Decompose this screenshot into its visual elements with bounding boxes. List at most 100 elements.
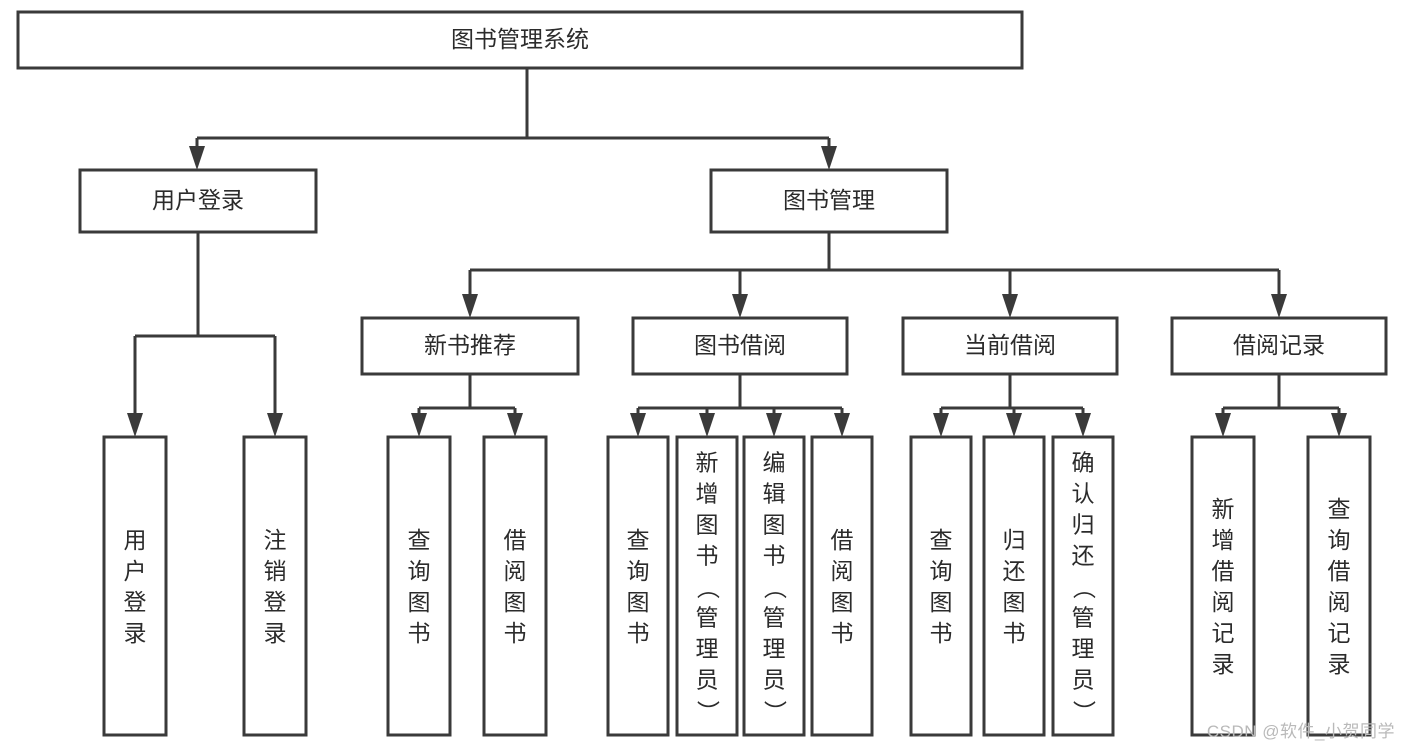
node-label-char: 管: [696, 605, 719, 631]
node-label-char: 登: [124, 589, 147, 615]
node-book-management[interactable]: 图书管理: [709, 168, 949, 234]
node-label-char: 记: [1212, 620, 1235, 646]
node-label-char: 书: [696, 543, 719, 569]
node-label-char: 还: [1003, 558, 1026, 584]
node-label-char: 借: [504, 527, 527, 553]
connector-bus-book-borrow: [630, 374, 850, 437]
node-label-char: 录: [264, 620, 287, 646]
node-label-char: 员: [1072, 667, 1095, 693]
node-label-char: 归: [1072, 512, 1095, 538]
node-label-char: 新: [1212, 496, 1235, 522]
node-label: 借阅记录: [1233, 332, 1325, 358]
node-label-char: 询: [408, 558, 431, 584]
node-label-char: 书: [627, 620, 650, 646]
node-label-char: 户: [124, 558, 147, 584]
node-label-char: （: [695, 576, 721, 599]
node-label-char: 阅: [504, 558, 527, 584]
connector-bus-current-borrow: [933, 374, 1091, 437]
node-label-char: 员: [696, 667, 719, 693]
connector-bus-borrow-record: [1215, 374, 1347, 437]
node-label-char: 借: [1212, 558, 1235, 584]
node-label: 用户登录: [152, 187, 244, 213]
node-label: 新书推荐: [424, 332, 516, 358]
node-label-char: （: [762, 576, 788, 599]
node-label-char: 图: [831, 589, 854, 615]
node-current-borrow[interactable]: 当前借阅: [901, 316, 1119, 376]
node-label-char: 书: [831, 620, 854, 646]
node-label: 当前借阅: [964, 332, 1056, 358]
node-label-char: 询: [1328, 527, 1351, 553]
node-label-char: 询: [930, 558, 953, 584]
node-label-char: 录: [1328, 651, 1351, 677]
node-label: 图书管理系统: [451, 26, 589, 52]
node-label-char: 管: [763, 605, 786, 631]
node-label-char: 图: [408, 589, 431, 615]
node-user-login[interactable]: 用户登录: [78, 168, 318, 234]
node-book-borrow[interactable]: 图书借阅: [631, 316, 849, 376]
node-label-char: 阅: [1328, 589, 1351, 615]
node-label-char: 图: [504, 589, 527, 615]
node-label-char: 还: [1072, 543, 1095, 569]
node-label: 图书管理: [783, 187, 875, 213]
node-label-char: 查: [408, 527, 431, 553]
node-label-char: 借: [831, 527, 854, 553]
node-label-char: 图: [696, 512, 719, 538]
node-label-char: 查: [627, 527, 650, 553]
node-label-char: 员: [763, 667, 786, 693]
node-label-char: 查: [930, 527, 953, 553]
node-label-char: 新: [696, 450, 719, 476]
node-label-char: 归: [1003, 527, 1026, 553]
node-leaf-user-login[interactable]: 用户登录: [102, 435, 168, 737]
node-label-char: 阅: [831, 558, 854, 584]
node-label-char: 录: [124, 620, 147, 646]
node-label-char: （: [1071, 576, 1097, 599]
connector-bus-user-login: [127, 232, 283, 437]
node-root[interactable]: 图书管理系统: [16, 10, 1024, 70]
node-label-char: 注: [264, 527, 287, 553]
node-label-char: 管: [1072, 605, 1095, 631]
node-label-char: 书: [763, 543, 786, 569]
node-label-char: 书: [930, 620, 953, 646]
connector-layer: [127, 68, 1347, 437]
node-label-char: 图: [930, 589, 953, 615]
node-layer: 图书管理系统用户登录图书管理新书推荐图书借阅当前借阅借阅记录用户登录注销登录查询…: [16, 10, 1388, 737]
node-label-char: 书: [408, 620, 431, 646]
node-label-char: 认: [1072, 481, 1095, 507]
node-label-char: 录: [1212, 651, 1235, 677]
node-label-char: 登: [264, 589, 287, 615]
node-label-char: 增: [1212, 527, 1235, 553]
node-label-char: ）: [762, 700, 788, 723]
node-label-char: 理: [696, 636, 719, 662]
watermark-text: CSDN @软件_小贺同学: [1206, 722, 1395, 741]
node-label-char: 增: [696, 481, 719, 507]
node-label-char: ）: [1071, 700, 1097, 723]
node-label-char: 用: [124, 527, 147, 553]
node-label-char: 询: [627, 558, 650, 584]
node-label-char: 书: [504, 620, 527, 646]
node-label-char: 记: [1328, 620, 1351, 646]
node-label-char: ）: [695, 700, 721, 723]
node-borrow-record[interactable]: 借阅记录: [1170, 316, 1388, 376]
node-label-char: 借: [1328, 558, 1351, 584]
connector-bus-new-book: [411, 374, 523, 437]
node-label-char: 图: [763, 512, 786, 538]
node-new-book-recommend[interactable]: 新书推荐: [360, 316, 580, 376]
node-label-char: 销: [264, 558, 287, 584]
node-label-char: 理: [1072, 636, 1095, 662]
node-label-char: 确: [1072, 450, 1095, 476]
node-label: 图书借阅: [694, 332, 786, 358]
